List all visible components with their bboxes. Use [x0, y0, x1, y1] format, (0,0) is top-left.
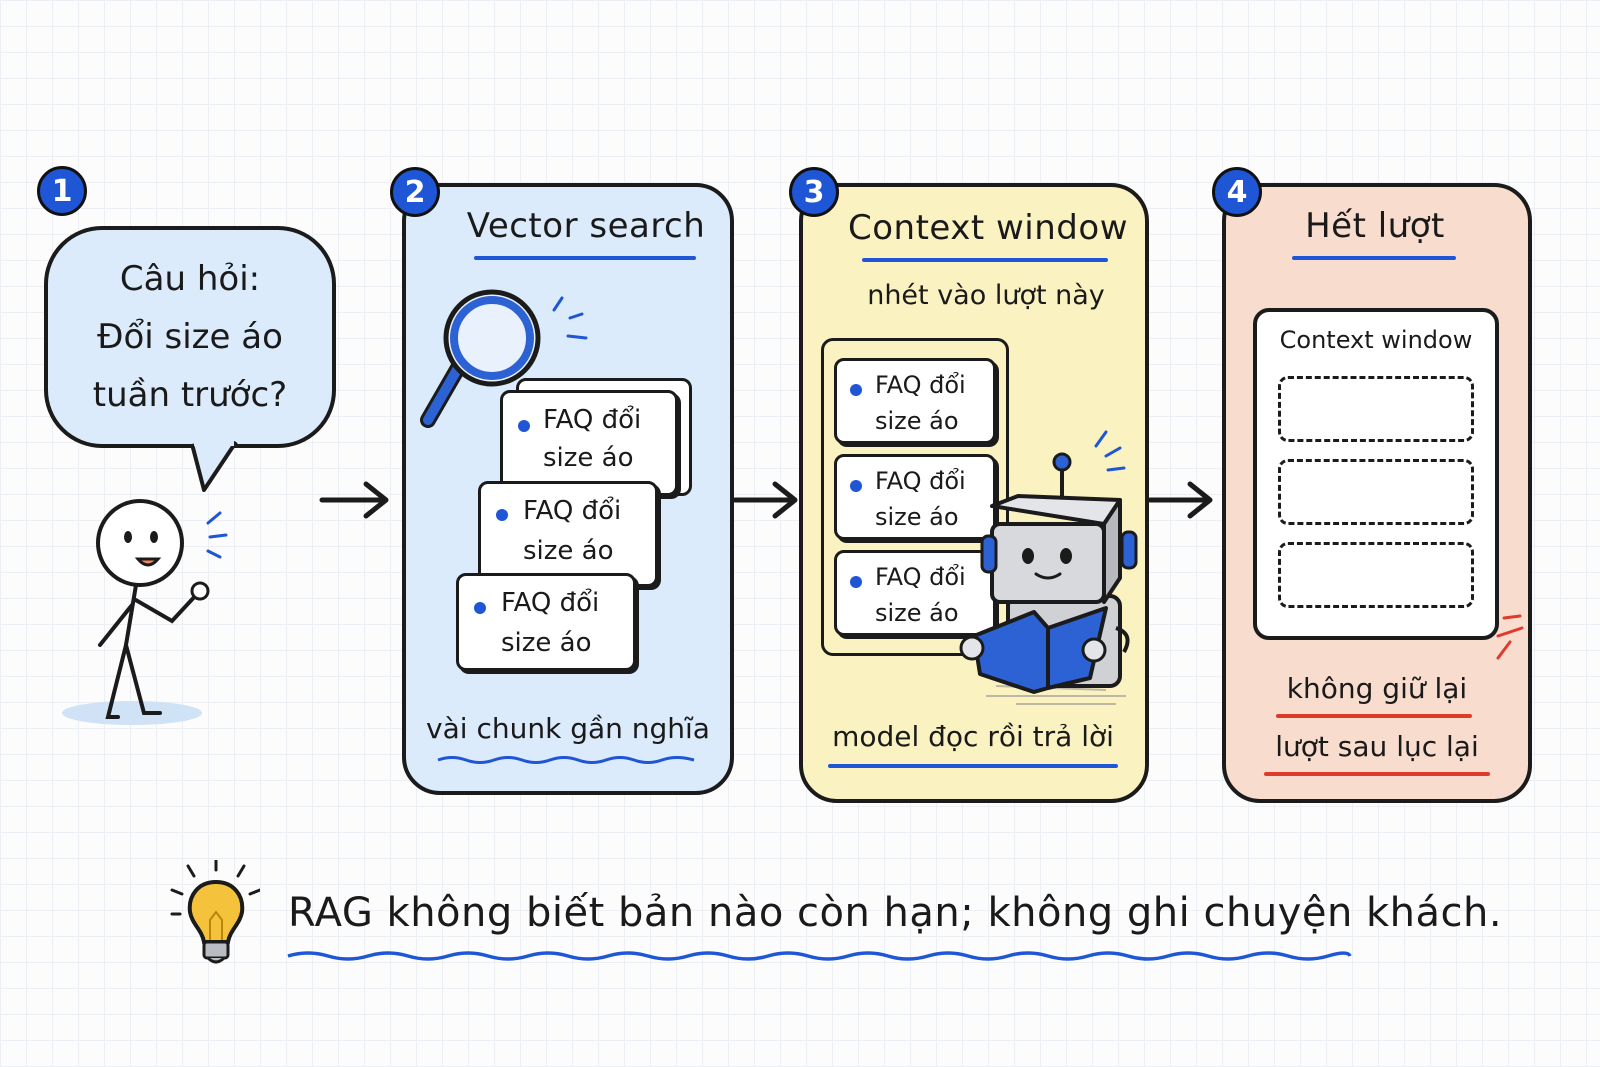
- step-4-badge: 4: [1212, 167, 1262, 217]
- step-3-caption-underline: [828, 764, 1118, 768]
- step-2-caption: vài chunk gần nghĩa: [426, 712, 710, 745]
- step-3-subtitle: nhét vào lượt này: [867, 280, 1105, 311]
- magnifier-icon: [420, 289, 588, 428]
- bullet-dot: [850, 480, 862, 492]
- empty-slot: [1278, 459, 1474, 525]
- robot-reading-icon: [959, 430, 1138, 705]
- question-bubble: [44, 226, 336, 448]
- bullet-dot: [850, 384, 862, 396]
- empty-slot: [1278, 376, 1474, 442]
- faq-card-line-1: FAQ đổi: [875, 371, 966, 399]
- stick-figure-icon: [62, 499, 228, 725]
- step-3-caption: model đọc rồi trả lời: [832, 720, 1114, 753]
- question-line-2: Đổi size áo: [97, 317, 283, 357]
- faq-card-line-2: size áo: [501, 628, 592, 658]
- step-2-badge: 2: [390, 167, 440, 217]
- step-4-title: Hết lượt: [1305, 206, 1445, 246]
- step-2-caption-underline: [437, 756, 695, 764]
- step-4-caption-line-2: lượt sau lục lại: [1275, 730, 1479, 763]
- faq-card: FAQ đổi size áo: [834, 358, 996, 444]
- step-3-title-underline: [862, 258, 1108, 262]
- faq-card-line-2: size áo: [523, 536, 614, 566]
- faq-card: FAQ đổi size áo: [456, 573, 636, 671]
- step-2-title-underline: [474, 256, 696, 260]
- faq-card-line-2: size áo: [875, 407, 959, 435]
- arrow-right-icon: [319, 481, 389, 519]
- faq-card: FAQ đổi size áo: [478, 481, 658, 587]
- step-4-caption-line-1: không giữ lại: [1286, 672, 1468, 705]
- takeaway-underline: [287, 951, 1352, 961]
- step-4-title-underline: [1292, 256, 1456, 260]
- faq-card: FAQ đổi size áo: [500, 390, 678, 496]
- faq-card-line-2: size áo: [875, 503, 959, 531]
- arrow-right-icon: [1147, 481, 1213, 519]
- step-4-caption-underline-2: [1264, 772, 1490, 776]
- step-4-caption-underline-1: [1276, 714, 1472, 718]
- bubble-tail: [190, 438, 238, 492]
- step-3-badge: 3: [789, 167, 839, 217]
- step-3-title: Context window: [848, 208, 1128, 248]
- faq-card-line-1: FAQ đổi: [501, 588, 600, 618]
- faq-card-line-1: FAQ đổi: [523, 496, 622, 526]
- empty-slot: [1278, 542, 1474, 608]
- alert-spark-icon: [1496, 614, 1524, 660]
- lightbulb-icon: [170, 860, 260, 964]
- question-line-1: Câu hỏi:: [119, 259, 261, 299]
- faq-card-line-1: FAQ đổi: [875, 467, 966, 495]
- step-1-badge: 1: [37, 166, 87, 216]
- bullet-dot: [474, 602, 486, 614]
- bullet-dot: [518, 420, 530, 432]
- faq-card-line-1: FAQ đổi: [543, 405, 642, 435]
- faq-card: FAQ đổi size áo: [834, 454, 996, 540]
- empty-context-window-label: Context window: [1279, 326, 1473, 354]
- takeaway-text: RAG không biết bản nào còn hạn; không gh…: [288, 890, 1503, 936]
- question-text: Câu hỏi: Đổi size áo tuần trước?: [44, 250, 336, 424]
- faq-card: FAQ đổi size áo: [834, 550, 996, 636]
- question-line-3: tuần trước?: [92, 375, 288, 415]
- faq-card-line-2: size áo: [543, 443, 634, 473]
- faq-card-line-2: size áo: [875, 599, 959, 627]
- arrow-right-icon: [732, 481, 798, 519]
- step-2-title: Vector search: [466, 206, 706, 246]
- faq-card-line-1: FAQ đổi: [875, 563, 966, 591]
- bullet-dot: [496, 509, 508, 521]
- bullet-dot: [850, 576, 862, 588]
- empty-context-window: [1253, 308, 1499, 640]
